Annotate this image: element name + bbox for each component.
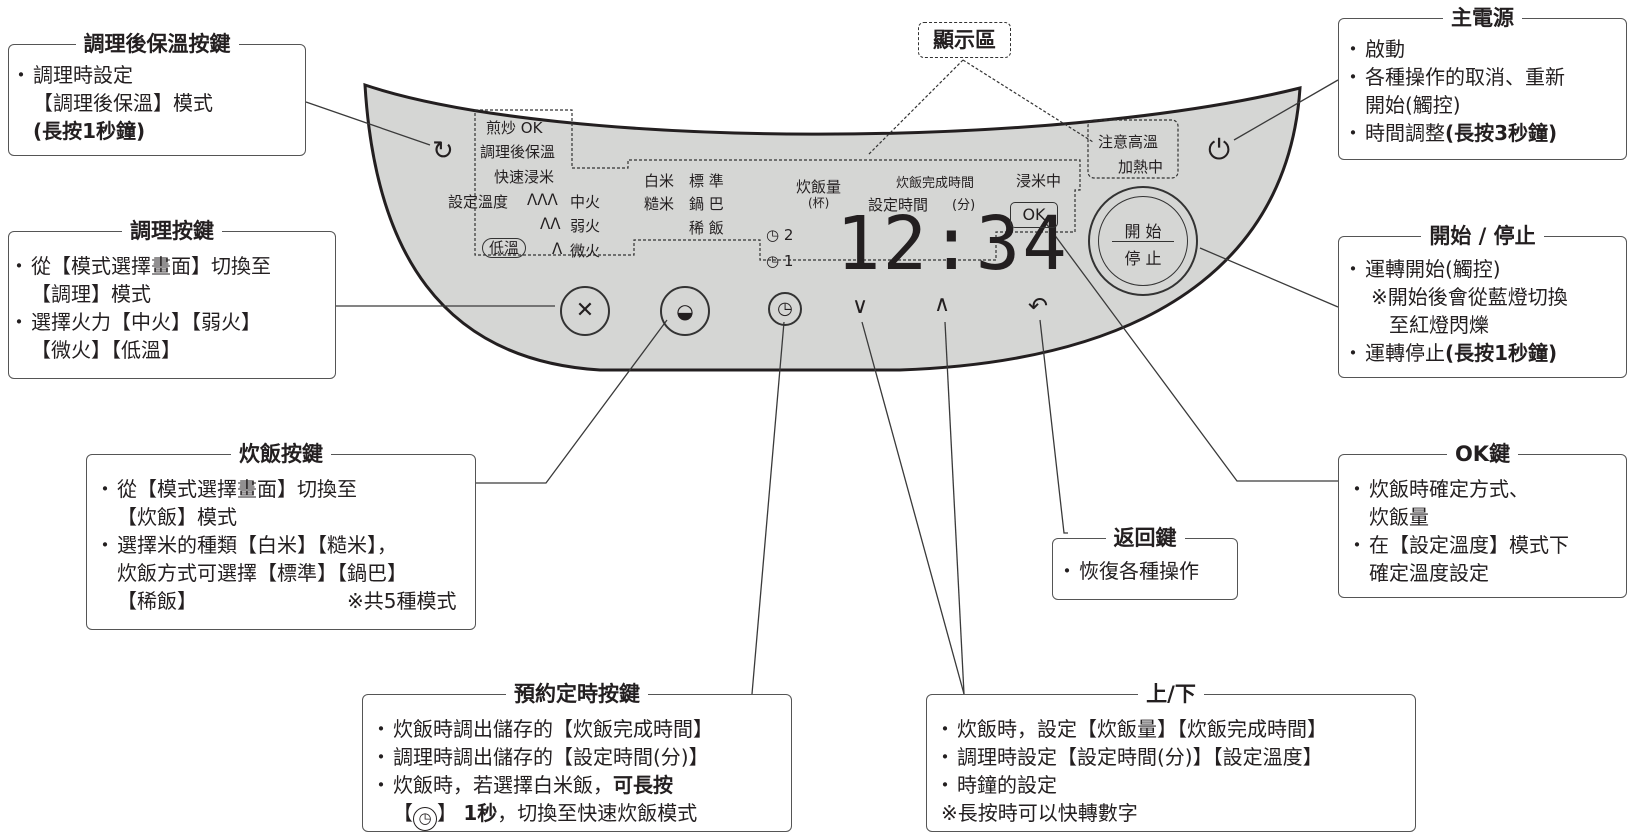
display-area-label: 顯示區 <box>918 22 1011 58</box>
up-down-callout: 上/下 炊飯時，設定【炊飯量】【炊飯完成時間】 調理時設定【設定時間(分)】【設… <box>926 682 1416 832</box>
flame-2-icon: ᐱᐱ <box>540 215 561 233</box>
callout-title: 預約定時按鍵 <box>506 682 648 706</box>
callout-title: 返回鍵 <box>1105 526 1185 550</box>
mode-label-quick-soak: 快速浸米 <box>494 168 555 186</box>
callout-title: 調理按鍵 <box>122 219 222 243</box>
display-area-outline <box>474 109 1081 261</box>
minutes-label: (分) <box>952 198 976 213</box>
mode-label-keep-warm: 調理後保溫 <box>480 143 556 161</box>
rice-amount-label: 炊飯量 <box>796 178 842 196</box>
ok-button[interactable]: OK <box>1010 202 1058 228</box>
heat-low: 弱火 <box>570 217 601 235</box>
callout-title: 上/下 <box>1138 682 1204 706</box>
keep-warm-button-callout: 調理後保溫按鍵 調理時設定 【調理後保溫】模式 (長按1秒鐘) <box>8 32 306 156</box>
mode-label-stir-fry: 煎炒 OK <box>486 119 543 137</box>
flame-1-icon: ᐱ <box>552 240 563 258</box>
heat-simmer: 微火 <box>570 242 601 260</box>
soaking-label: 浸米中 <box>1016 172 1062 190</box>
set-time-label: 設定時間 <box>868 196 929 214</box>
cook-button-callout: 調理按鍵 從【模式選擇畫面】切換至 【調理】模式 選擇火力【中火】【弱火】 【微… <box>8 219 336 379</box>
start-stop-callout: 開始 / 停止 運轉開始(觸控) ※開始後會從藍燈切換 至紅燈閃爍 運轉停止(長… <box>1338 224 1627 378</box>
timer-1-label: ◷ 1 <box>766 252 794 270</box>
heating-label: 加熱中 <box>1118 158 1164 176</box>
caution-hot-label: 注意高溫 <box>1098 133 1159 151</box>
timer-2-label: ◷ 2 <box>766 226 794 244</box>
rice-type-white: 白米 <box>644 172 675 190</box>
callout-title: 主電源 <box>1443 6 1522 30</box>
method-porridge: 稀 飯 <box>689 219 724 237</box>
clock-icon: ◷ <box>413 807 437 831</box>
rice-type-brown: 糙米 <box>644 195 675 213</box>
callout-title: 開始 / 停止 <box>1421 224 1544 248</box>
callout-title: OK鍵 <box>1446 442 1519 466</box>
rice-bowl-icon[interactable]: ◒ <box>660 286 710 336</box>
callout-title: 炊飯按鍵 <box>231 442 331 466</box>
cooking-utensils-icon[interactable]: ✕ <box>560 286 610 336</box>
keep-warm-plus-icon[interactable]: ↻ <box>432 136 454 166</box>
power-icon[interactable]: ⏻ <box>1208 133 1231 166</box>
flame-3-icon: ᐱᐱᐱ <box>527 191 558 209</box>
low-temp-badge: 低溫 <box>482 238 527 258</box>
start-stop-button[interactable]: 開 始 停 止 <box>1088 186 1198 296</box>
finish-time-label: 炊飯完成時間 <box>896 176 975 191</box>
time-display: 12:34 <box>836 201 1069 287</box>
cup-label: (杯) <box>808 196 830 210</box>
method-crust: 鍋 巴 <box>689 195 724 213</box>
heat-medium: 中火 <box>570 193 601 211</box>
power-button-callout: 主電源 啟動 各種操作的取消、重新 開始(觸控) 時間調整(長按3秒鐘) <box>1338 6 1627 160</box>
stop-label: 停 止 <box>1124 249 1162 268</box>
temp-label: 設定溫度 <box>448 193 509 211</box>
rice-button-callout: 炊飯按鍵 從【模式選擇畫面】切換至 【炊飯】模式 選擇米的種類【白米】【糙米】，… <box>86 442 476 630</box>
chevron-down-icon[interactable]: ∨ <box>852 294 869 319</box>
ok-button-callout: OK鍵 炊飯時確定方式、 炊飯量 在【設定溫度】模式下 確定溫度設定 <box>1338 442 1627 598</box>
timer-button-callout: 預約定時按鍵 炊飯時調出儲存的【炊飯完成時間】 調理時調出儲存的【設定時間(分)… <box>362 682 792 832</box>
callout-title: 調理後保溫按鍵 <box>75 32 239 56</box>
chevron-up-icon[interactable]: ∧ <box>934 292 951 317</box>
back-button-callout: 返回鍵 恢復各種操作 <box>1052 526 1238 600</box>
clock-icon[interactable]: ◷ <box>768 292 802 326</box>
method-standard: 標 準 <box>689 172 724 190</box>
start-label: 開 始 <box>1124 222 1162 241</box>
back-arrow-icon[interactable]: ↶ <box>1028 292 1049 320</box>
